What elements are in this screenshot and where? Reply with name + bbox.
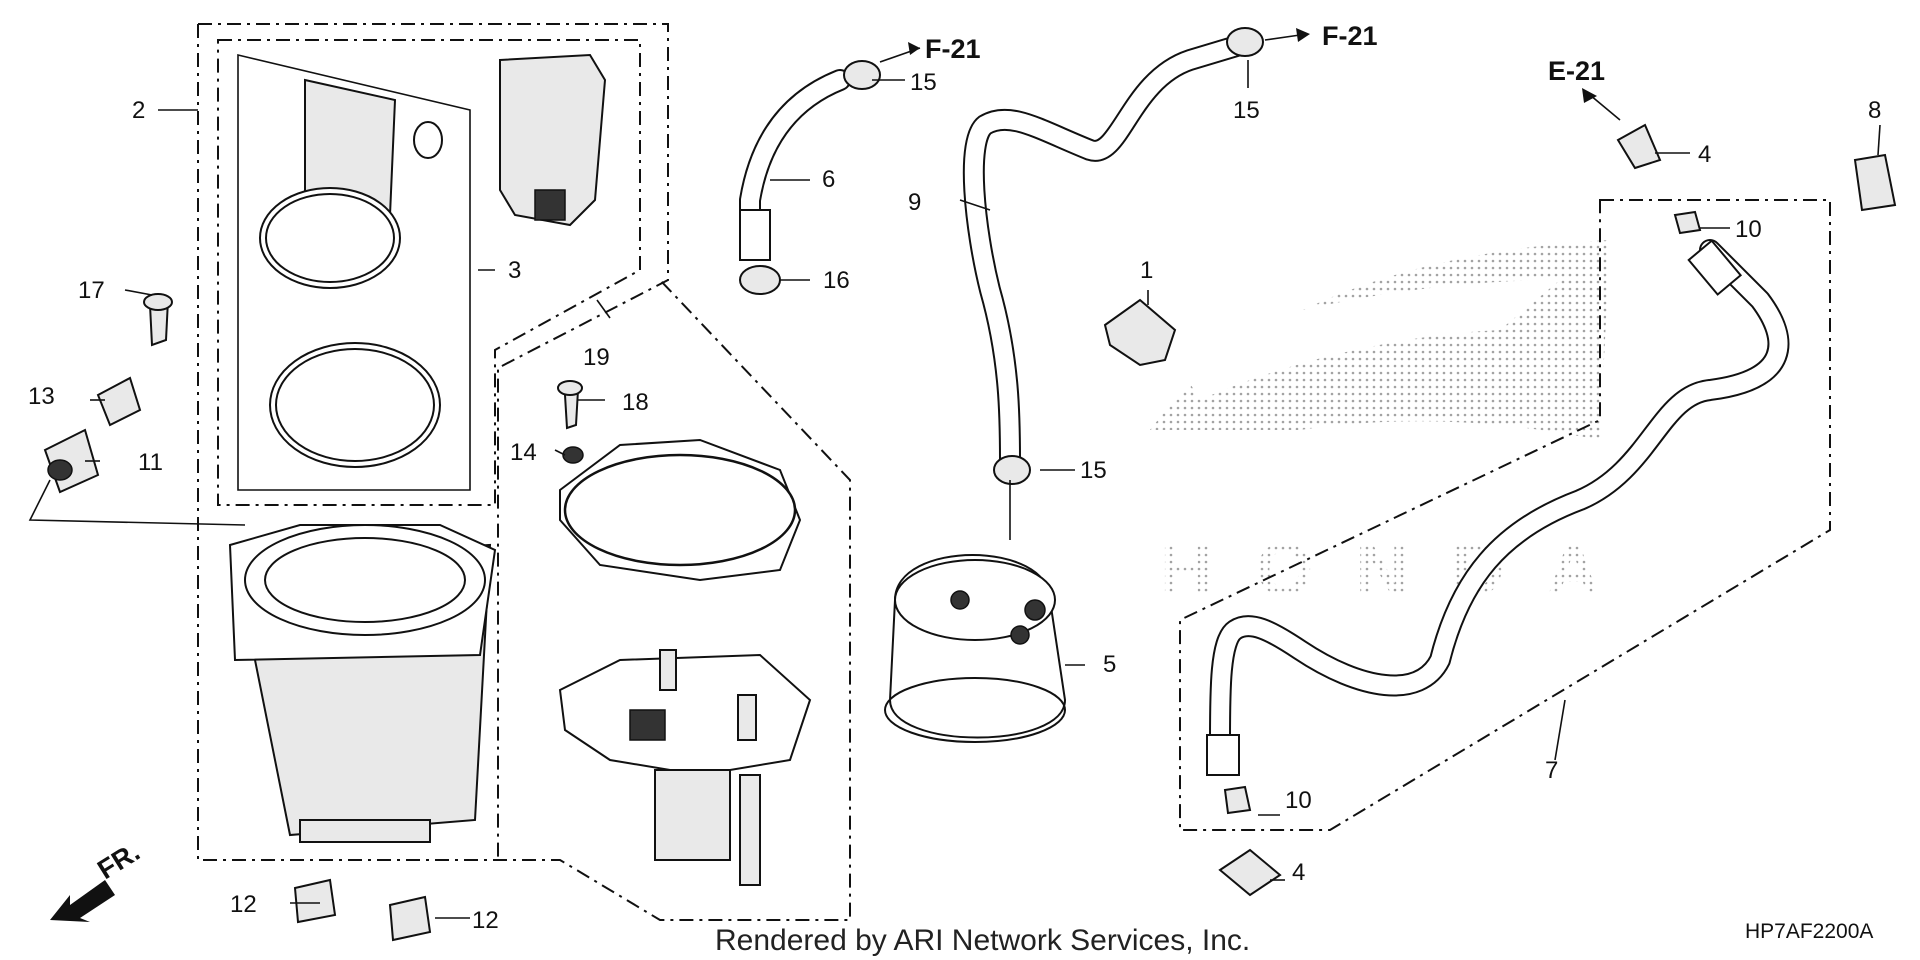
callout-5: 5 [1103,651,1116,678]
callout-14: 14 [510,439,537,466]
clamp-15c [993,455,1031,485]
clamp-15a [843,60,881,90]
ref-f21-right: F-21 [1322,21,1378,51]
callout-4b: 4 [1292,859,1305,886]
fuel-line-7 [1206,239,1790,776]
callout-17: 17 [78,277,105,304]
callout-15b: 15 [1233,97,1260,124]
callout-4a: 4 [1698,141,1711,168]
front-direction-arrow: FR. [50,837,145,922]
grommet-12a [293,878,337,924]
clip-10b [1223,785,1252,815]
footer-credit: Rendered by ARI Network Services, Inc. [715,924,1250,957]
callout-12b: 12 [472,907,499,934]
clamp-16 [739,265,781,295]
collar-13 [96,376,142,427]
callout-12a: 12 [230,891,257,918]
callout-6: 6 [822,166,835,193]
clip-10a [1673,210,1702,235]
ref-e21: E-21 [1548,56,1605,86]
bracket-4a [1616,123,1662,170]
callout-15a: 15 [910,69,937,96]
grommet-12b [388,895,432,942]
filter-housing-upper [499,53,607,227]
honda-watermark: HONDA [1150,240,1610,611]
callout-19: 19 [583,344,610,371]
callout-8: 8 [1868,97,1881,124]
filter-gasket-set [237,53,471,491]
callout-15c: 15 [1080,457,1107,484]
callout-7: 7 [1545,757,1558,784]
callout-18: 18 [622,389,649,416]
direction-label: FR. [92,837,145,885]
fuel-filter-canister [228,524,497,843]
fuel-hose-6 [739,69,851,261]
leader-lines [28,60,1881,919]
diagram-code: HP7AF2200A [1745,920,1873,943]
pump-gasket [559,438,802,582]
callout-3: 3 [508,257,521,284]
callout-16: 16 [823,267,850,294]
callout-labels: 2 3 19 17 13 11 18 14 15 6 16 9 15 1 15 … [28,69,1881,934]
callout-2: 2 [132,97,145,124]
callout-13: 13 [28,383,55,410]
callout-1: 1 [1140,257,1153,284]
fuel-pump-assembly [558,649,812,886]
fuel-hose-9 [962,34,1251,471]
bracket-4b [1218,848,1282,897]
callout-9: 9 [908,189,921,216]
small-parts [43,27,1897,942]
watermark-text: HONDA [1160,528,1600,611]
holder-8 [1853,153,1897,212]
callout-11: 11 [138,449,163,476]
callout-10a: 10 [1735,216,1762,243]
callout-10b: 10 [1285,787,1312,814]
kit-outlines [197,23,1831,921]
ref-f21-left: F-21 [925,34,981,64]
reference-arrows [879,28,1621,121]
clip-1 [1103,298,1177,367]
fuel-filter [884,554,1067,743]
clamp-15b [1226,27,1264,57]
reference-labels: F-21 F-21 E-21 [925,21,1605,86]
